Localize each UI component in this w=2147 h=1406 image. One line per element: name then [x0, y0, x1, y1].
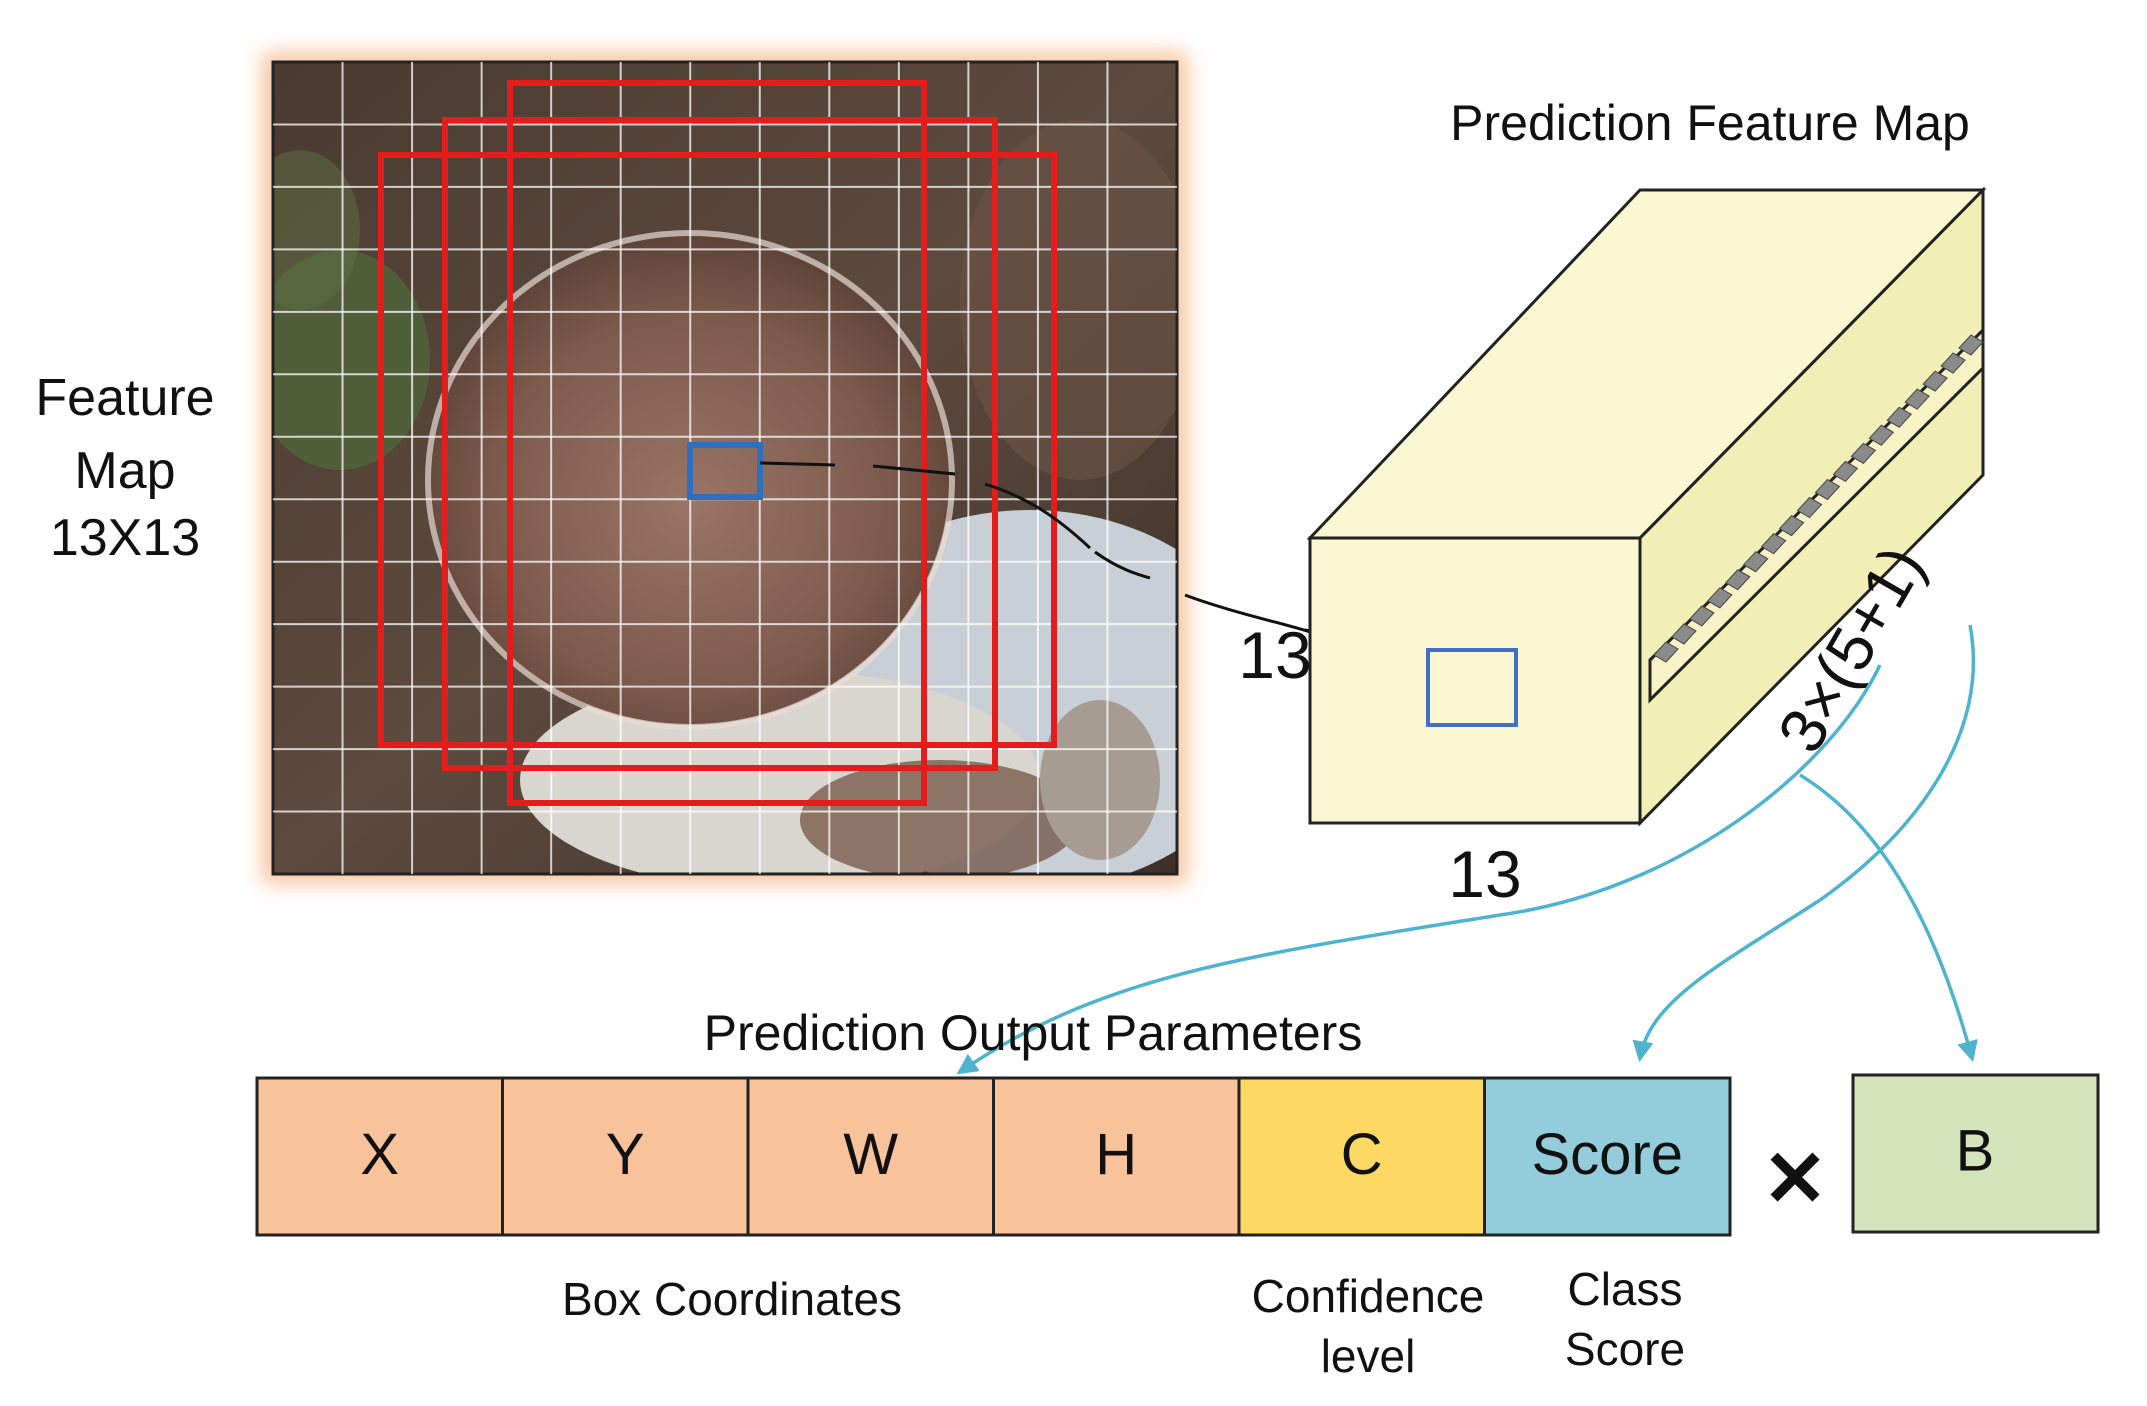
channel-diamond	[1868, 424, 1895, 446]
channel-diamond	[1850, 442, 1877, 464]
channel-diamond	[1796, 496, 1823, 519]
photo-grid	[273, 62, 1177, 874]
output-cell-label-h: H	[1095, 1122, 1137, 1187]
feature-map-label-line2: Map	[74, 442, 175, 500]
channel-diamonds	[1653, 334, 1984, 663]
channel-diamond	[1724, 569, 1751, 591]
channel-diamond	[1814, 478, 1841, 501]
channel-diamond	[1707, 587, 1733, 609]
feature-map-label-line3: 13X13	[50, 509, 200, 567]
b-box-label: B	[1956, 1118, 1995, 1183]
channel-diamond	[1742, 551, 1769, 573]
arrow-to-score	[1632, 624, 1976, 1063]
cube-width-label: 13	[1448, 837, 1521, 911]
anchor-box-2	[442, 117, 998, 771]
output-cell-h	[992, 1076, 1241, 1237]
cube-front-face	[1308, 536, 1642, 825]
class-score-caption-line2: Score	[1565, 1323, 1685, 1375]
output-cell-label-x: X	[360, 1122, 399, 1187]
channel-diamond	[1832, 460, 1859, 483]
prediction-feature-map-cube	[1306, 186, 1987, 827]
output-cell-c	[1237, 1076, 1486, 1237]
anchor-boxes	[378, 80, 1057, 806]
output-cell-y	[501, 1076, 750, 1237]
output-parameters-title: Prediction Output Parameters	[704, 1005, 1363, 1061]
cube-grid-cell-highlight	[1426, 648, 1518, 727]
channel-diamond	[1778, 514, 1805, 537]
b-box	[1851, 1073, 2100, 1234]
class-score-caption-line1: Class	[1567, 1263, 1682, 1315]
output-cell-label-score: Score	[1531, 1122, 1683, 1187]
box-coordinates-caption: Box Coordinates	[562, 1273, 902, 1325]
channel-diamond	[1886, 406, 1913, 428]
output-cell-score	[1483, 1076, 1732, 1237]
channel-diamond	[1671, 623, 1697, 645]
feature-map-photo	[262, 52, 1188, 884]
prediction-feature-map-title: Prediction Feature Map	[1450, 95, 1970, 151]
channel-diamond	[1653, 641, 1679, 663]
arrow-to-b	[1799, 773, 1978, 1063]
flow-arrows	[956, 624, 1978, 1075]
output-cell-label-c: C	[1341, 1122, 1383, 1187]
confidence-caption-line2: level	[1321, 1330, 1416, 1382]
multiply-symbol: ✕	[1762, 1135, 1827, 1223]
anchor-box-3	[378, 152, 1057, 748]
confidence-caption-line1: Confidence	[1252, 1270, 1485, 1322]
cube-height-label: 13	[1238, 618, 1311, 692]
channel-diamond	[1922, 370, 1948, 392]
channel-diamond	[1904, 388, 1930, 410]
output-cell-label-w: W	[843, 1122, 898, 1187]
cell-connector-line	[759, 461, 1434, 685]
arrow-to-box-coordinates	[956, 664, 1882, 1075]
grid-cell-highlight	[687, 442, 763, 500]
anchor-box-1	[507, 80, 927, 806]
output-parameter-cells: X Y W H C Score	[255, 1076, 1732, 1237]
output-cell-x	[255, 1076, 504, 1237]
channel-diamond	[1940, 352, 1966, 374]
output-cell-label-y: Y	[606, 1122, 645, 1187]
feature-map-label-line1: Feature	[35, 369, 214, 427]
channel-diamond	[1760, 533, 1787, 555]
channel-diamond	[1689, 605, 1715, 627]
channel-diamond	[1958, 334, 1984, 356]
